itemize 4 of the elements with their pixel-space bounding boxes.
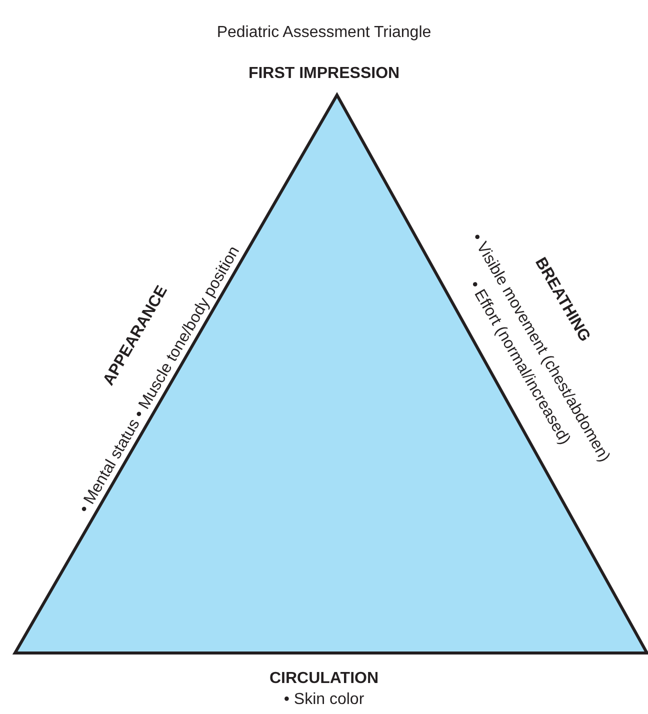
diagram-title: Pediatric Assessment Triangle [216, 25, 432, 41]
base-heading: CIRCULATION [269, 671, 379, 687]
base-detail: • Skin color [284, 692, 364, 708]
vertex-heading: FIRST IMPRESSION [247, 66, 401, 82]
